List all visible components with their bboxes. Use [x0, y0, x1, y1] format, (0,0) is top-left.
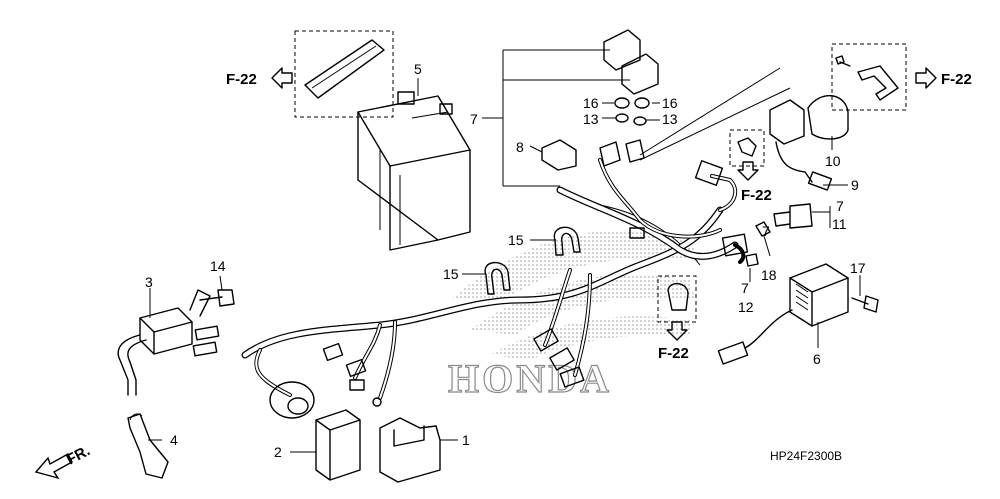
fuse-12: [745, 253, 759, 267]
callout-11: 11: [832, 216, 847, 232]
ignition-coil: [117, 289, 220, 396]
cdi-unit: [315, 409, 361, 481]
cdi-cover: [379, 417, 441, 483]
callout-13b: 13: [662, 111, 678, 127]
terminal-cover-1: [603, 29, 641, 71]
callout-16a: 16: [583, 95, 599, 111]
callout-6: 6: [813, 351, 821, 367]
ref-arrow-right-icon: [915, 67, 937, 89]
callout-7b: 7: [836, 198, 844, 214]
callout-3: 3: [145, 274, 153, 290]
callout-2: 2: [274, 444, 282, 460]
callout-14: 14: [210, 258, 226, 274]
ref-arrow-left-icon: [271, 67, 293, 89]
bolt-17: [851, 295, 879, 313]
callout-8: 8: [516, 139, 524, 155]
relay-bracket-screw: [835, 55, 851, 67]
fuse-18: [755, 221, 771, 237]
callout-15b: 15: [443, 266, 459, 282]
terminal-cover-8: [541, 139, 577, 171]
callout-7d: 7: [741, 280, 749, 296]
honda-wing-watermark: [450, 204, 701, 360]
pulse-module: [269, 381, 315, 419]
spark-plug-cap: [127, 413, 169, 479]
callout-1: 1: [462, 432, 470, 448]
nuts-and-washers: [614, 97, 650, 126]
starter-relay: [769, 94, 849, 191]
fuse-holder-11: [773, 203, 813, 229]
diagram-code: HP24F2300B: [770, 449, 842, 463]
callout-9: 9: [851, 177, 859, 193]
callout-10: 10: [825, 153, 841, 169]
callout-13a: 13: [583, 111, 599, 127]
battery-strap-box: [294, 30, 394, 118]
terminal-cover-2: [621, 53, 659, 95]
regulator-rectifier: [717, 263, 849, 365]
ref-arrow-down-center-icon: [737, 161, 759, 181]
callout-4: 4: [170, 432, 178, 448]
harness-clamp-15b: [484, 261, 511, 295]
ref-f22-left: F-22: [226, 71, 257, 88]
battery: [357, 91, 471, 251]
ref-arrow-down-bottom-icon: [666, 321, 688, 341]
leader-lines: [148, 78, 861, 453]
ref-f22-right: F-22: [941, 71, 972, 88]
ref-f22-bottom: F-22: [658, 345, 689, 362]
honda-watermark-text: HONDA: [448, 356, 612, 401]
callout-12: 12: [738, 299, 754, 315]
harness-connectors: [322, 139, 749, 407]
callout-5: 5: [414, 61, 422, 77]
front-arrow-icon: [34, 453, 73, 480]
harness-clamp-15a: [553, 226, 581, 256]
bolt-14: [199, 289, 235, 307]
callout-18: 18: [761, 267, 777, 283]
relay-bracket: [857, 65, 899, 101]
center-ref-box: [729, 129, 765, 167]
ref-f22-center: F-22: [741, 187, 772, 204]
callout-15a: 15: [508, 232, 524, 248]
callout-17: 17: [850, 260, 866, 276]
battery-strap: [304, 39, 385, 99]
relay-bracket-box: [831, 43, 907, 111]
callout-7a: 7: [470, 111, 478, 127]
callout-7c: 7: [762, 223, 770, 239]
callout-16b: 16: [662, 95, 678, 111]
main-wire-harness: [241, 158, 746, 400]
